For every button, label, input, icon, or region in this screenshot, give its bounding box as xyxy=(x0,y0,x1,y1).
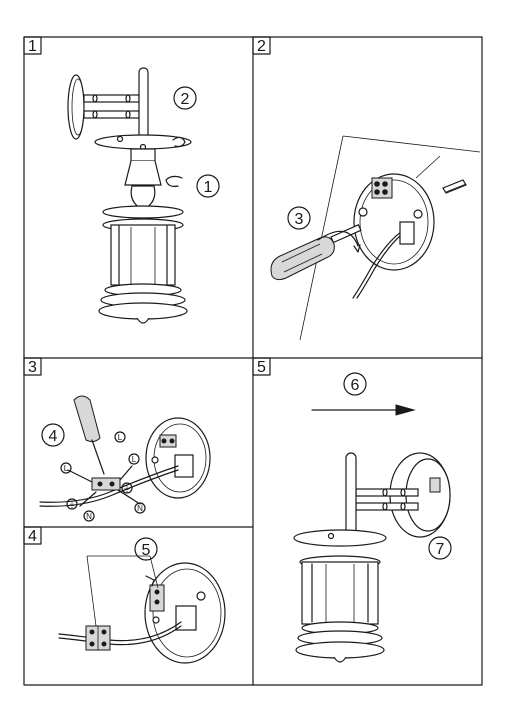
panel-2-wall-mounting xyxy=(270,135,481,341)
svg-text:3: 3 xyxy=(295,211,304,228)
callout-6: 6 xyxy=(343,372,367,396)
svg-text:4: 4 xyxy=(49,428,58,445)
panel-5-final-mount xyxy=(293,404,451,663)
panel-4-number: 4 xyxy=(28,528,37,545)
panel-5-number: 5 xyxy=(257,359,266,376)
callout-2: 2 xyxy=(173,86,197,110)
screwdriver-icon xyxy=(73,395,105,475)
wire-label-l: L xyxy=(64,464,69,473)
wire-label-l: L xyxy=(118,433,123,442)
panel-4-connection xyxy=(58,555,226,664)
panel-2-number: 2 xyxy=(257,38,266,55)
panel-3-wiring xyxy=(39,395,211,507)
ground-icon: ⏚ xyxy=(123,484,131,493)
panel-1-lamp-assembly xyxy=(67,67,192,324)
callout-4: 4 xyxy=(41,423,65,447)
svg-text:6: 6 xyxy=(351,377,360,394)
panel-2-number-box: 2 xyxy=(252,36,271,55)
panel-3-number-box: 3 xyxy=(23,357,42,376)
screwdriver-icon xyxy=(270,224,362,281)
wire-label-l: L xyxy=(132,455,137,464)
arrow-right-icon xyxy=(395,404,416,416)
wire-labels: L L L N N ⏚ ⏚ xyxy=(60,431,146,522)
panel-3-number: 3 xyxy=(28,359,37,376)
panel-1-number-box: 1 xyxy=(23,36,42,55)
svg-text:5: 5 xyxy=(142,542,151,559)
ground-icon: ⏚ xyxy=(68,500,76,509)
callout-7: 7 xyxy=(428,536,452,560)
svg-text:2: 2 xyxy=(181,91,190,108)
wire-label-n: N xyxy=(86,512,92,521)
svg-text:1: 1 xyxy=(204,179,213,196)
callout-1: 1 xyxy=(196,174,220,198)
callout-5: 5 xyxy=(134,537,158,561)
panel-4-number-box: 4 xyxy=(23,526,42,545)
svg-text:7: 7 xyxy=(436,541,445,558)
callout-3: 3 xyxy=(287,206,311,230)
panel-1-number: 1 xyxy=(28,38,37,55)
wire-label-n: N xyxy=(137,504,143,513)
panel-5-number-box: 5 xyxy=(252,357,271,376)
